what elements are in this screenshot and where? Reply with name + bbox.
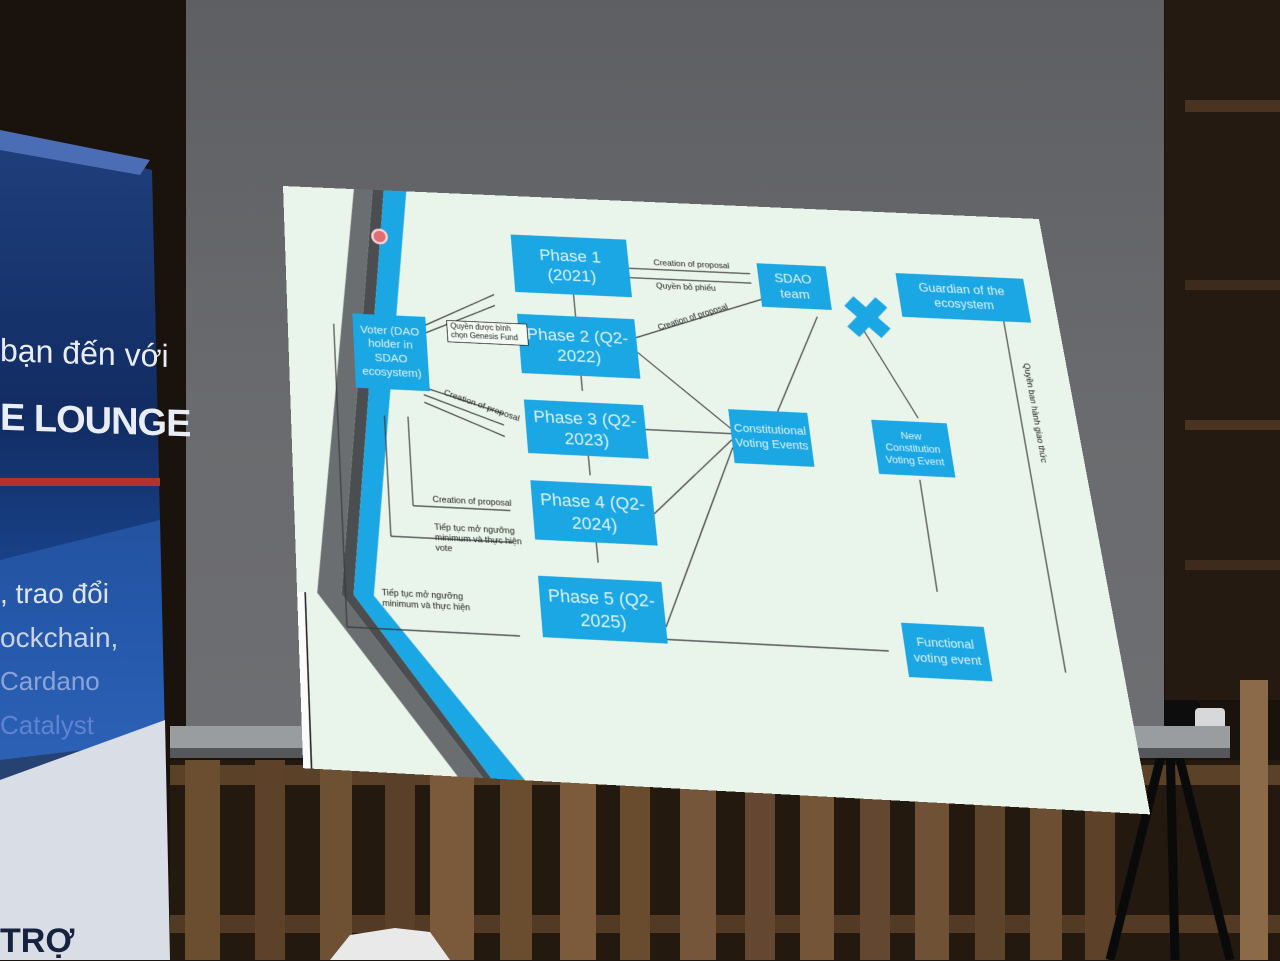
phase-4-box: Phase 4 (Q2-2024) bbox=[530, 480, 658, 546]
road-gray bbox=[301, 186, 484, 778]
note-box: Quyền được bình chọn Genesis Fund bbox=[446, 320, 529, 346]
banner-line-2: ockchain, bbox=[0, 622, 119, 653]
projected-slide: Phase 1 (2021) Phase 2 (Q2-2022) Phase 3… bbox=[283, 186, 1151, 815]
banner-standee bbox=[0, 130, 170, 960]
functional-voting-box: Functional voting event bbox=[901, 622, 993, 682]
tripod bbox=[1105, 700, 1235, 960]
right-shelf bbox=[1165, 0, 1280, 700]
banner-line-1: , trao đổi bbox=[0, 578, 109, 609]
new-constitution-box: New Constitution Voting Event bbox=[871, 419, 956, 478]
phase-1-box: Phase 1 (2021) bbox=[510, 234, 632, 298]
banner-sponsor: TRỢ bbox=[0, 922, 75, 960]
phase-2-box: Phase 2 (Q2-2022) bbox=[517, 313, 641, 379]
label-tiep-tuc-phase4: Tiếp tục mở ngưỡng minimum và thực hiện … bbox=[434, 522, 523, 554]
voter-box: Voter (DAO holder in SDAO ecosystem) bbox=[352, 313, 430, 392]
phase-3-box: Phase 3 (Q2-2023) bbox=[523, 399, 649, 459]
phase-5-box: Phase 5 (Q2-2025) bbox=[537, 575, 668, 644]
constitutional-voting-box: Constitutional Voting Events bbox=[728, 409, 815, 467]
banner-lounge-title: E LOUNGE bbox=[0, 396, 191, 446]
banner-line-4: Catalyst bbox=[0, 710, 94, 740]
banner-greeting: bạn đến với bbox=[0, 332, 169, 374]
sdao-team-box: SDAO team bbox=[756, 263, 832, 310]
guardian-box: Guardian of the ecosystem bbox=[895, 273, 1032, 323]
banner-line-3: Cardano bbox=[0, 666, 100, 696]
diagram-connectors bbox=[297, 186, 1150, 781]
white-object bbox=[330, 928, 450, 960]
cross-icon: ✖ bbox=[837, 284, 899, 352]
